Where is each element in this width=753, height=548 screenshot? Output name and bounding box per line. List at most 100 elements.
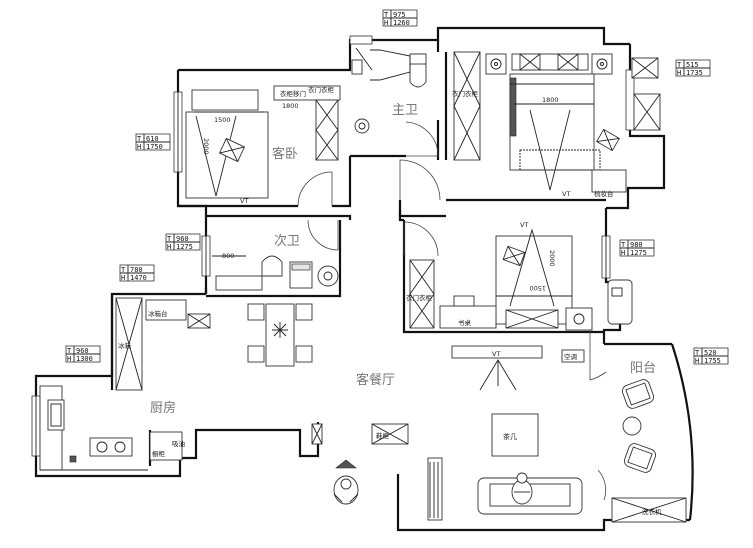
living-furniture: VT 空调 茶几 鞋柜 (311, 330, 607, 521)
toilet-icon (261, 255, 283, 277)
svg-text:H: H (167, 243, 171, 251)
svg-text:H: H (621, 249, 625, 257)
master-bed (509, 73, 595, 171)
svg-text:1470: 1470 (130, 274, 147, 282)
svg-text:VT: VT (562, 190, 570, 198)
tag-kitchen: T 960 H 1300 (65, 345, 101, 363)
ac-unit (561, 349, 585, 363)
svg-text:1800: 1800 (542, 96, 559, 104)
svg-text:T: T (677, 61, 682, 69)
svg-text:洗衣机: 洗衣机 (642, 507, 662, 516)
svg-text:1750: 1750 (146, 143, 163, 151)
svg-text:鞋柜: 鞋柜 (376, 431, 390, 440)
svg-text:T: T (384, 11, 389, 19)
sink-icon (47, 399, 65, 431)
svg-text:H: H (695, 357, 699, 365)
svg-text:T: T (137, 135, 142, 143)
svg-text:衣门衣柜: 衣门衣柜 (406, 293, 433, 302)
pillow-icon (502, 245, 526, 267)
svg-text:800: 800 (222, 252, 234, 260)
master-bedroom-furniture: 衣门衣柜 1800 梳妆台 VT (399, 51, 661, 201)
tag-kitchen-top: T 780 H 1470 (119, 264, 155, 282)
plant-icon (272, 322, 288, 338)
svg-text:780: 780 (130, 266, 143, 274)
room-balcony: 阳台 (630, 361, 656, 376)
svg-text:冰箱: 冰箱 (118, 341, 132, 350)
svg-text:衣门衣柜: 衣门衣柜 (308, 85, 335, 94)
room-living-dining: 客餐厅 (356, 372, 395, 388)
svg-text:吸油: 吸油 (172, 439, 185, 448)
svg-text:T: T (167, 235, 172, 243)
svg-text:VT: VT (520, 221, 528, 229)
entrance-person-icon (333, 459, 359, 505)
side-table (622, 416, 642, 436)
svg-text:T: T (695, 349, 700, 357)
svg-text:衣门衣柜: 衣门衣柜 (452, 89, 479, 98)
svg-text:梳妆台: 梳妆台 (594, 189, 614, 198)
svg-text:980: 980 (630, 241, 643, 249)
tag-top-bath: T 975 H 1260 (382, 9, 418, 27)
svg-text:空调: 空调 (564, 352, 577, 361)
svg-text:1275: 1275 (630, 249, 647, 257)
master-bath-fixtures (351, 47, 439, 157)
svg-text:1500: 1500 (529, 284, 546, 292)
svg-text:1300: 1300 (76, 355, 93, 363)
svg-text:1735: 1735 (686, 69, 703, 77)
svg-text:1755: 1755 (704, 357, 721, 365)
kitchen-fixtures: 冰箱 冰箱台 橱柜 吸油 (39, 297, 211, 471)
tag-balcony: T 520 H 1755 (693, 347, 729, 365)
stove-icon (89, 437, 133, 457)
tag-guest: T 610 H 1750 (135, 133, 171, 151)
svg-text:960: 960 (176, 235, 189, 243)
tag-second-bed: T 980 H 1275 (619, 239, 655, 257)
dresser (591, 169, 627, 193)
svg-text:610: 610 (146, 135, 159, 143)
tag-master: T 515 H 1735 (675, 59, 711, 77)
guest-wardrobe-sliding (273, 85, 341, 101)
nightstand-left (485, 53, 507, 75)
guest-bedroom-furniture: 1500 2000 衣柜移门 1800 衣门衣柜 VT (185, 85, 341, 207)
svg-text:冰箱台: 冰箱台 (148, 309, 168, 318)
nightstand (565, 307, 593, 331)
svg-text:515: 515 (686, 61, 699, 69)
svg-text:H: H (67, 355, 71, 363)
svg-text:H: H (677, 69, 681, 77)
guest-bed-head (191, 89, 259, 111)
room-guest-bedroom: 客卧 (272, 146, 298, 162)
balcony-furniture: 洗衣机 (607, 279, 687, 523)
pillow-icon (596, 128, 620, 152)
coffee-table (491, 413, 539, 457)
sink-icon (354, 118, 370, 134)
person-icon (511, 472, 533, 505)
pillow-icon (519, 53, 541, 71)
svg-text:520: 520 (704, 349, 717, 357)
svg-text:茶几: 茶几 (503, 432, 517, 441)
room-kitchen: 厨房 (150, 400, 176, 416)
dining-table (265, 303, 295, 367)
svg-text:H: H (137, 143, 141, 151)
windows (31, 35, 635, 457)
second-bath-fixtures: 800 (212, 219, 339, 291)
guest-wardrobe (315, 99, 339, 161)
piano (427, 457, 443, 521)
svg-text:2000: 2000 (548, 250, 556, 267)
svg-text:1500: 1500 (214, 116, 231, 124)
svg-text:H: H (121, 274, 125, 282)
interior-walls (110, 40, 606, 466)
svg-text:VT: VT (492, 350, 500, 358)
window-tags: T 975 H 1260 T 515 H 1735 T 610 H 1750 T… (65, 9, 729, 365)
pillow-icon (218, 137, 246, 163)
second-bedroom-furniture: 衣门衣柜 1500 2000 书桌 VT (403, 221, 593, 331)
armchair-icon (631, 57, 659, 79)
dining-set (247, 303, 313, 367)
armchair-icon (621, 379, 655, 409)
svg-text:T: T (121, 266, 126, 274)
svg-text:橱柜: 橱柜 (152, 449, 166, 458)
svg-text:衣柜移门: 衣柜移门 (280, 89, 306, 98)
svg-text:书桌: 书桌 (458, 318, 472, 327)
svg-text:T: T (67, 347, 72, 355)
svg-text:975: 975 (393, 11, 406, 19)
svg-text:T: T (621, 241, 626, 249)
svg-text:1275: 1275 (176, 243, 193, 251)
